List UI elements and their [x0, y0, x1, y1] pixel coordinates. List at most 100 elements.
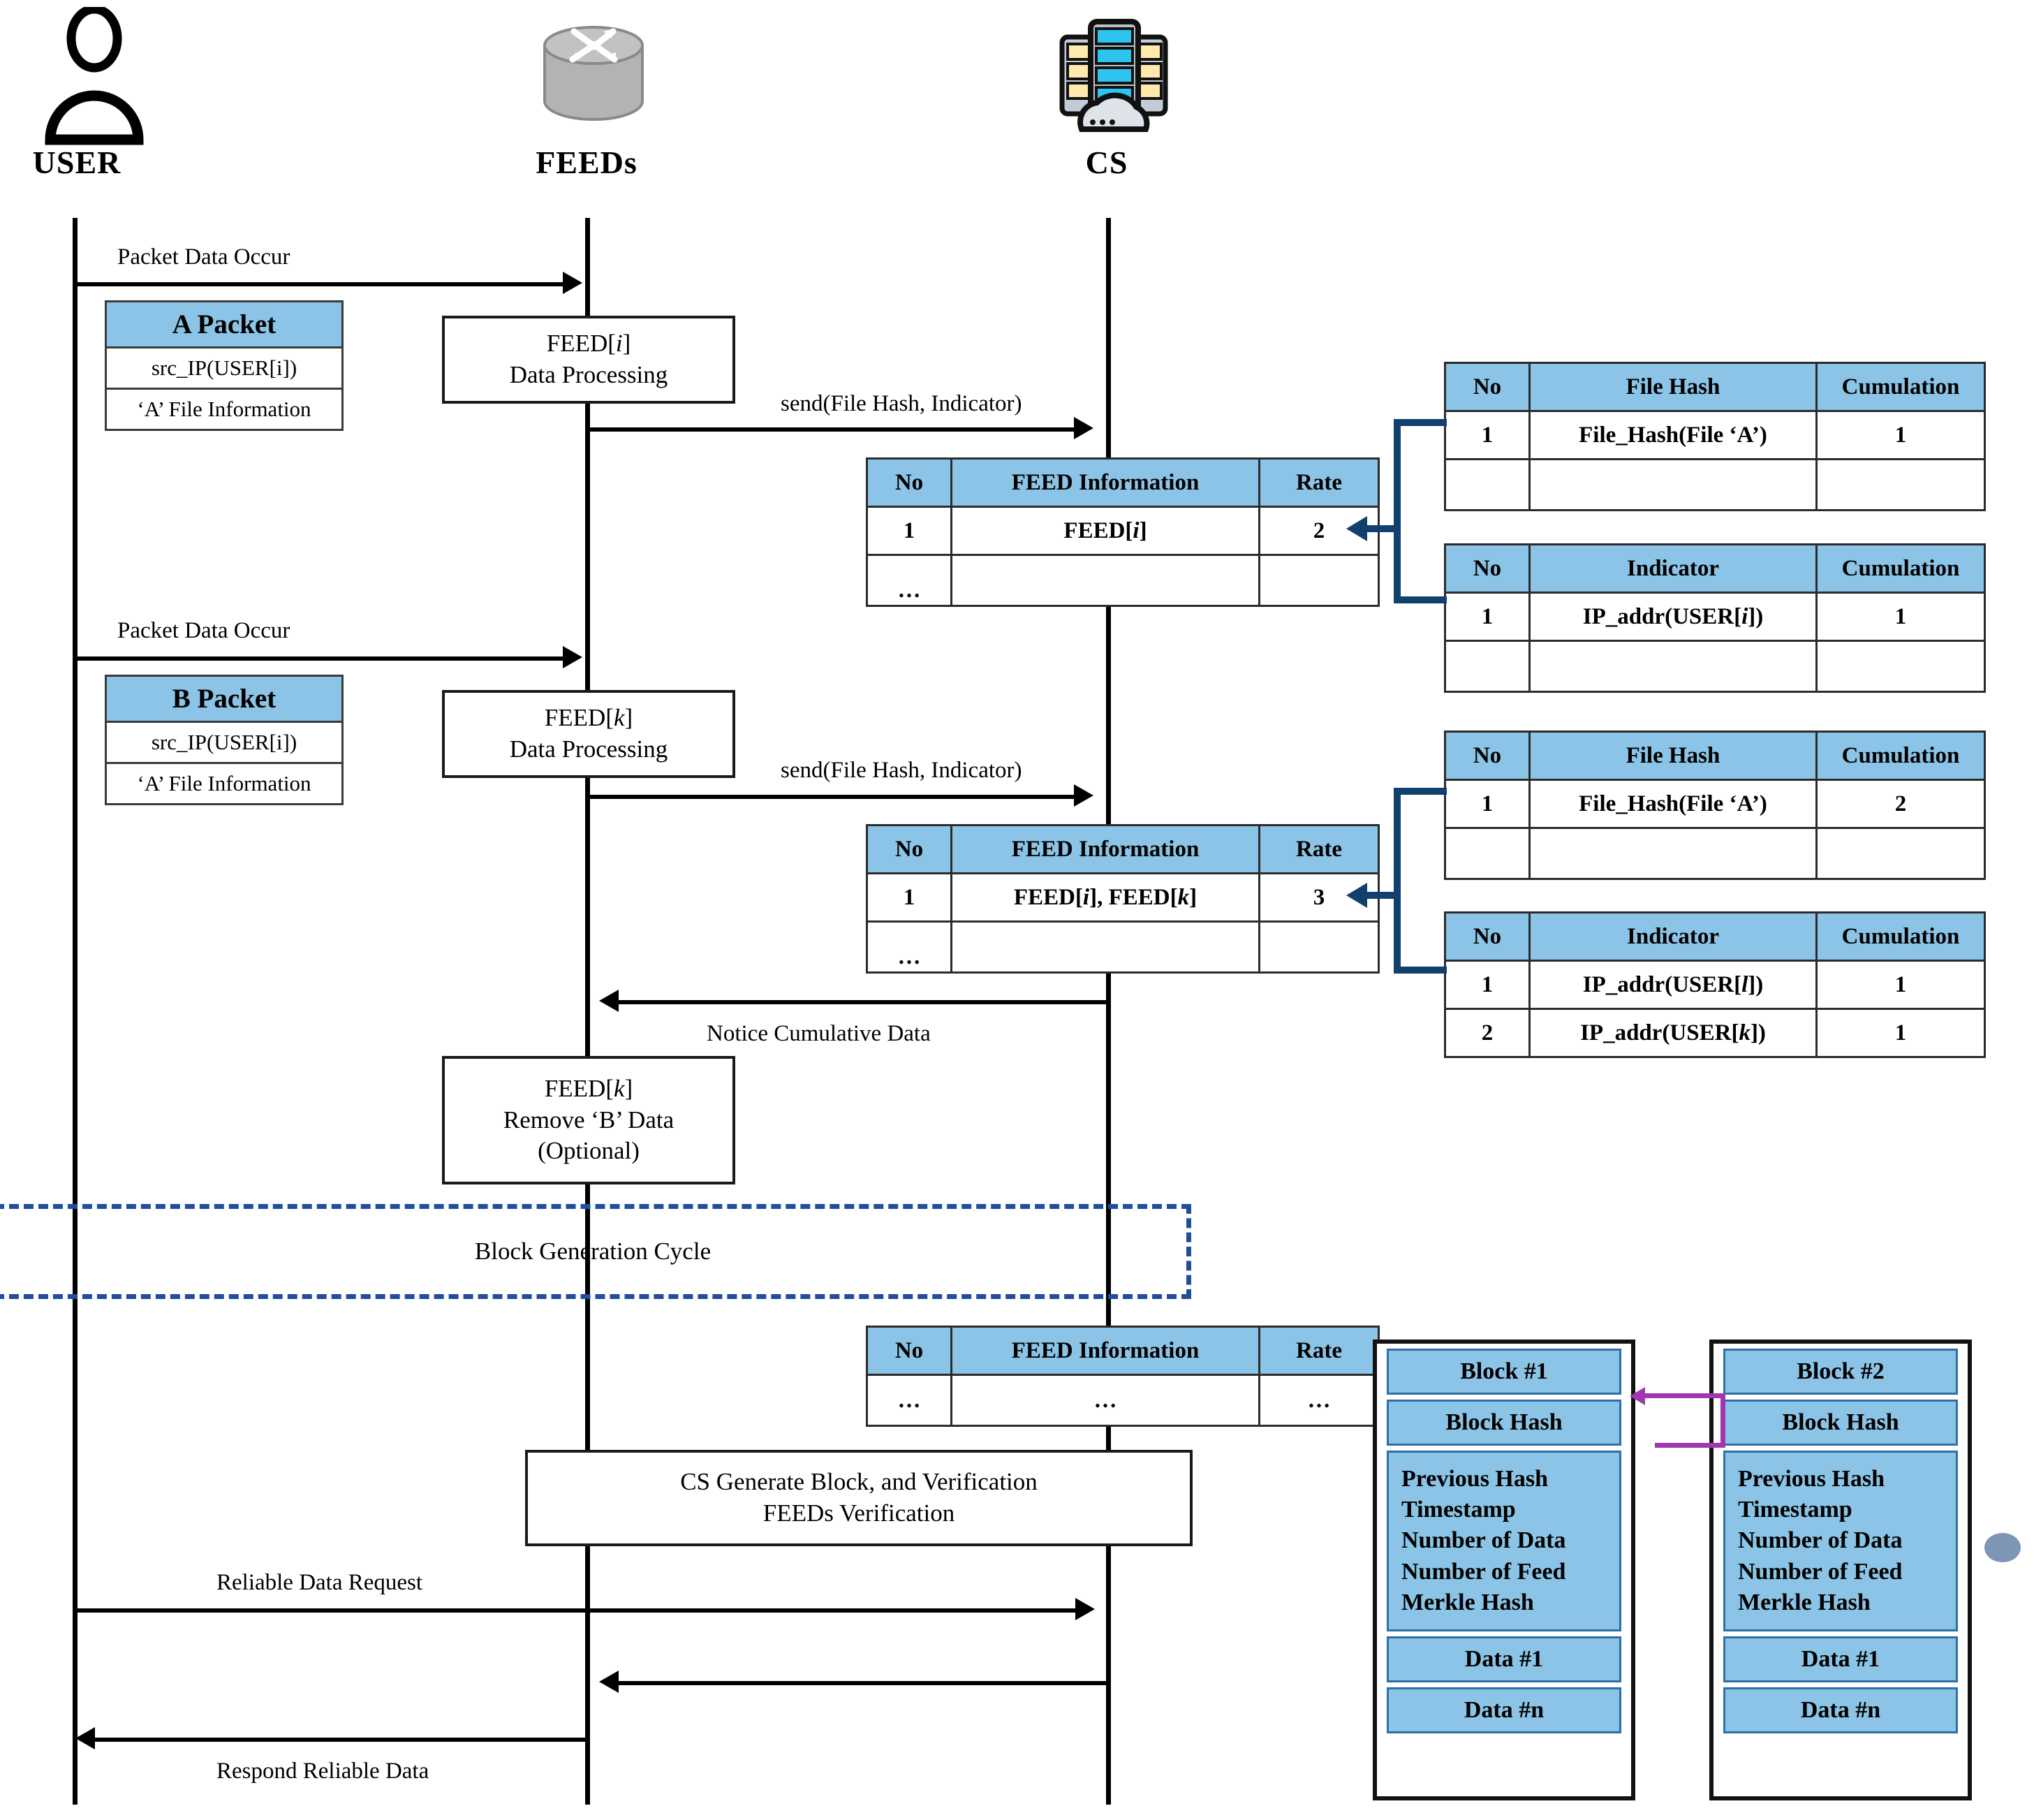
indicator-table-1-r1-no: 1	[1444, 592, 1531, 642]
indicator-table-2-r2-ind: IP_addr(USER[k])	[1528, 1008, 1818, 1058]
feed-information-table-3: No FEED Information Rate … … …	[866, 1326, 1380, 1427]
indicator-table-2-r2-cum: 1	[1815, 1008, 1986, 1058]
feed-table-2-header-info: FEED Information	[950, 824, 1260, 874]
blockchain-block-1: Block #1 Block Hash Previous Hash Timest…	[1373, 1340, 1635, 1800]
file-hash-table-2-r1-cum: 2	[1815, 779, 1986, 829]
message-line-send-1	[585, 427, 1082, 432]
connector-1-arrowhead	[1346, 516, 1367, 541]
feed-table-2-r1-rate: 3	[1258, 872, 1380, 923]
process-box-feed-k-data-processing: FEED[k] Data Processing	[442, 690, 735, 778]
file-hash-table-1-r1-no: 1	[1444, 410, 1531, 460]
feed-table-1-header-no: No	[866, 457, 952, 508]
actor-feeds-label: FEEDs	[536, 145, 638, 180]
block-generation-cycle-label: Block Generation Cycle	[474, 1238, 712, 1265]
file-hash-table-1-r2-cum	[1815, 458, 1986, 511]
block-1-number-of-data: Number of Data	[1401, 1527, 1566, 1554]
block-2-body: Previous Hash Timestamp Number of Data N…	[1723, 1451, 1958, 1631]
feed-table-3-r1-no: …	[866, 1374, 952, 1427]
block-1-previous-hash: Previous Hash	[1401, 1466, 1549, 1492]
block-1-number-of-feed: Number of Feed	[1401, 1558, 1566, 1585]
feed-table-1-header-rate: Rate	[1258, 457, 1380, 508]
block-2-data-first: Data #1	[1723, 1636, 1958, 1682]
block-generation-cycle-band: Block Generation Cycle	[0, 1204, 1191, 1299]
file-hash-table-2-r1-hash: File_Hash(File ‘A’)	[1528, 779, 1818, 829]
process-box-cs-generate-block: CS Generate Block, and Verification FEED…	[525, 1450, 1193, 1546]
lifeline-feeds	[585, 218, 590, 1805]
indicator-table-1-r2-cum	[1815, 640, 1986, 693]
feed-table-2-header-no: No	[866, 824, 952, 874]
message-label-send-2: send(File Hash, Indicator)	[781, 758, 1022, 783]
actor-user-label: USER	[32, 145, 121, 180]
feed-table-1-r1-info: FEED[i]	[950, 506, 1260, 556]
feed-table-3-header-rate: Rate	[1258, 1326, 1380, 1376]
message-label-packet-data-occur-1: Packet Data Occur	[117, 244, 290, 270]
table-row: 2 IP_addr(USER[k]) 1	[1444, 1008, 1986, 1058]
block-2-timestamp: Timestamp	[1738, 1497, 1852, 1523]
message-line-reliable-request	[73, 1608, 1085, 1613]
feed-table-3-header-no: No	[866, 1326, 952, 1376]
table-row: …	[866, 554, 1380, 607]
chain-continuation-dot	[1984, 1533, 2021, 1562]
block-1-merkle-hash: Merkle Hash	[1401, 1589, 1534, 1615]
process-box-remove-b-line3: (Optional)	[538, 1137, 640, 1165]
block-1-data-last: Data #n	[1387, 1687, 1621, 1733]
file-hash-table-2-r2-cum	[1815, 827, 1986, 880]
message-label-send-1: send(File Hash, Indicator)	[781, 391, 1022, 416]
process-box-cs-generate-line1: CS Generate Block, and Verification	[680, 1468, 1038, 1496]
chain-link-horizontal-bottom	[1655, 1443, 1725, 1448]
message-label-notice: Notice Cumulative Data	[707, 1021, 931, 1046]
indicator-table-2-r2-no: 2	[1444, 1008, 1531, 1058]
process-box-feed-i-line1: FEED[i]	[546, 330, 631, 358]
packet-card-a: A Packet src_IP(USER[i]) ‘A’ File Inform…	[105, 300, 344, 431]
process-box-feed-i-data-processing: FEED[i] Data Processing	[442, 316, 735, 404]
indicator-table-2-r1-cum: 1	[1815, 960, 1986, 1010]
message-line-packet-data-occur-2	[73, 656, 573, 661]
indicator-table-1-r1-ind: IP_addr(USER[i])	[1528, 592, 1818, 642]
feed-table-3-r1-rate: …	[1258, 1374, 1380, 1427]
block-1-timestamp: Timestamp	[1401, 1497, 1516, 1523]
indicator-table-2-header-cum: Cumulation	[1815, 911, 1986, 962]
feed-table-2-r1-info: FEED[i], FEED[k]	[950, 872, 1260, 923]
router-icon	[543, 26, 644, 121]
actor-user: USER	[7, 4, 147, 180]
message-line-packet-data-occur-1	[73, 282, 573, 286]
lifeline-user	[73, 218, 78, 1805]
feed-table-1-header-info: FEED Information	[950, 457, 1260, 508]
file-hash-table-1-header-hash: File Hash	[1528, 362, 1818, 412]
table-row	[1444, 827, 1986, 880]
chain-link-arrowhead	[1630, 1387, 1645, 1405]
process-box-feed-i-line2: Data Processing	[509, 361, 668, 388]
block-2-merkle-hash: Merkle Hash	[1738, 1589, 1871, 1615]
table-row: … … …	[866, 1374, 1380, 1427]
feed-table-2-r2-no: …	[866, 920, 952, 974]
file-hash-table-2-r2-no	[1444, 827, 1531, 880]
file-hash-table-1-r1-cum: 1	[1815, 410, 1986, 460]
process-box-feed-k-line2: Data Processing	[509, 735, 668, 763]
message-arrowhead-send-1	[1074, 417, 1093, 439]
indicator-table-1-r2-ind	[1528, 640, 1818, 693]
connector-2-arrowhead	[1346, 883, 1367, 908]
feed-table-1-r1-no: 1	[866, 506, 952, 556]
message-line-respond-reliable	[95, 1738, 588, 1742]
feed-table-3-header-info: FEED Information	[950, 1326, 1260, 1376]
message-arrowhead-reliable-request	[1075, 1598, 1095, 1620]
block-1-body: Previous Hash Timestamp Number of Data N…	[1387, 1451, 1621, 1631]
table-row: 1 IP_addr(USER[l]) 1	[1444, 960, 1986, 1010]
process-box-remove-b-line2: Remove ‘B’ Data	[503, 1106, 675, 1133]
table-row: 1 IP_addr(USER[i]) 1	[1444, 592, 1986, 642]
message-arrowhead-notice	[599, 990, 619, 1012]
table-row: 1 FEED[i], FEED[k] 3	[866, 872, 1380, 923]
table-row	[1444, 640, 1986, 693]
file-hash-table-1-r1-hash: File_Hash(File ‘A’)	[1528, 410, 1818, 460]
process-box-cs-generate-line2: FEEDs Verification	[762, 1499, 955, 1527]
feed-information-table-2: No FEED Information Rate 1 FEED[i], FEED…	[866, 824, 1380, 974]
file-hash-table-1-header-cum: Cumulation	[1815, 362, 1986, 412]
indicator-table-2-r1-no: 1	[1444, 960, 1531, 1010]
file-hash-table-2-r2-hash	[1528, 827, 1818, 880]
connector-1-arrow-line	[1367, 525, 1401, 532]
block-2-number-of-feed: Number of Feed	[1738, 1558, 1903, 1585]
table-row: …	[866, 920, 1380, 974]
message-arrowhead-packet-data-occur-1	[563, 272, 582, 294]
block-2-number-of-data: Number of Data	[1738, 1527, 1903, 1554]
